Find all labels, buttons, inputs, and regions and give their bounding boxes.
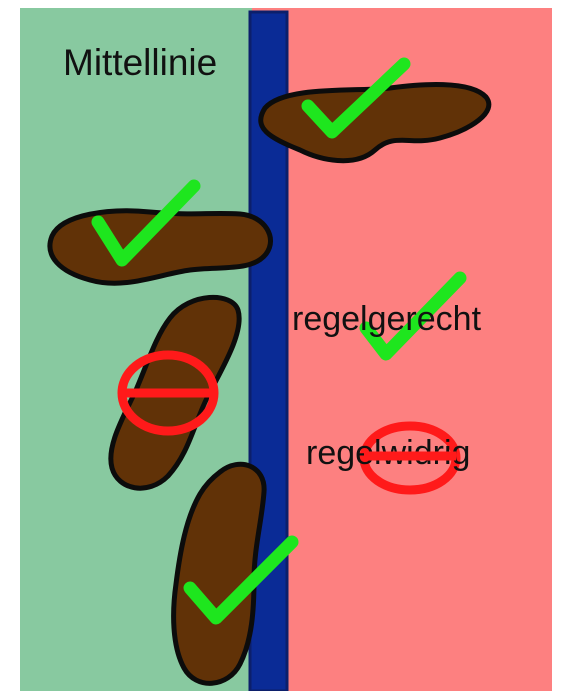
legend-legal: regelgerecht: [292, 271, 482, 361]
checkmark-icon: [183, 535, 299, 625]
stone-4-shape: [171, 461, 267, 686]
prohibition-icon: [117, 350, 219, 436]
stone-3: [108, 295, 242, 491]
checkmark-icon: [301, 57, 411, 139]
legend-illegal: regelwidrig: [306, 421, 470, 495]
checkmark-icon: [359, 271, 467, 361]
centerline-label: Mittellinie: [63, 42, 217, 83]
stone-1: [258, 57, 492, 164]
checkmark-icon: [91, 179, 201, 267]
legal-label: regelgerecht: [292, 300, 482, 338]
stone-2: [47, 179, 273, 286]
stone-4: [171, 461, 299, 686]
